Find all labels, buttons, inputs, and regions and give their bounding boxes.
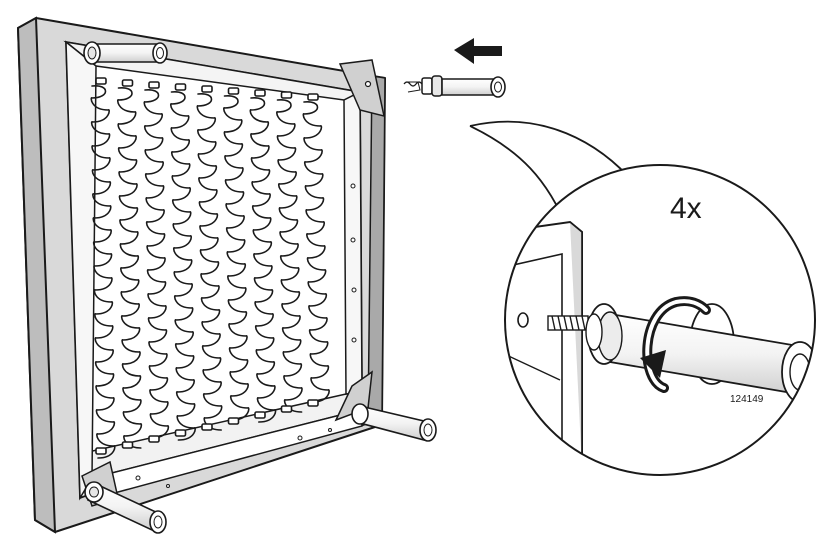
spring-clip	[254, 411, 266, 419]
spring-coil	[223, 95, 250, 421]
spring-coil	[169, 91, 196, 441]
article-number: 124149	[730, 394, 764, 405]
spring-coil	[90, 85, 116, 459]
spring-clip	[254, 89, 266, 97]
spring-clip	[174, 83, 187, 91]
spring-clip	[148, 81, 160, 89]
zoom-circle	[504, 164, 816, 476]
leg-top-left	[83, 41, 168, 65]
spring-coil	[116, 87, 143, 449]
frame-left-edge	[16, 16, 57, 534]
spring-coil	[276, 99, 303, 413]
spring-clip	[148, 435, 160, 443]
spring-clip	[307, 399, 319, 407]
threaded-bolt	[547, 315, 589, 331]
spring-coil	[302, 101, 330, 403]
leg-bottom-left	[84, 481, 167, 534]
right-rail	[343, 90, 363, 395]
rail-screw-holes	[135, 183, 357, 488]
spring-clip	[121, 441, 134, 449]
spring-clip	[121, 79, 134, 87]
loose-leg	[403, 75, 506, 98]
arrow-left-icon	[454, 38, 502, 64]
spring-clip	[307, 93, 319, 101]
spring-clip	[174, 429, 187, 437]
spring-clip	[280, 405, 293, 413]
spring-clip	[95, 447, 107, 455]
zoom-callout: 4x 124149	[469, 120, 816, 476]
spring-coil	[249, 97, 277, 423]
spring-clip	[227, 417, 240, 425]
spring-clip	[201, 423, 213, 431]
zigzag-springs	[90, 77, 330, 459]
leg-bottom-right	[351, 403, 437, 442]
spring-clip	[201, 85, 213, 93]
corner-bracket-top-right	[338, 59, 385, 118]
quantity-label: 4x	[670, 192, 702, 225]
spring-clip	[227, 87, 240, 95]
spring-coil	[143, 89, 170, 439]
spring-clip	[280, 91, 293, 99]
spring-coil	[196, 93, 223, 431]
rotate-clockwise-icon	[640, 296, 711, 393]
spring-clip	[95, 77, 107, 85]
